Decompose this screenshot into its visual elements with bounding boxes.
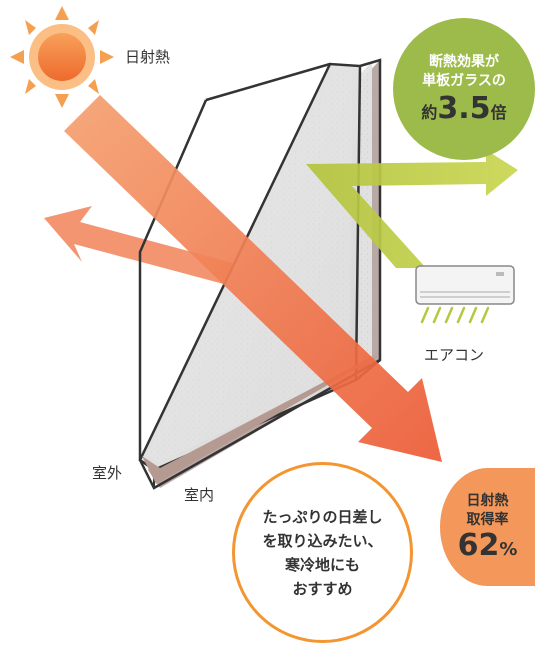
sun-icon: [10, 6, 114, 108]
insulation-line1: 断熱効果が: [429, 54, 499, 71]
reflected-heat-arrow: [44, 206, 252, 290]
air-conditioner-label: エアコン: [424, 346, 485, 364]
recommendation-note: たっぷりの日差し を取り込みたい、 寒冷地にも おすすめ: [232, 462, 413, 643]
insulation-prefix: 約: [421, 102, 438, 122]
note-line2: を取り込みたい、: [262, 531, 383, 550]
ac-airflow-arrow: [306, 150, 518, 268]
gain-line2: 取得率: [466, 511, 509, 528]
insulation-suffix: 倍: [490, 102, 507, 122]
gain-line1: 日射熱: [466, 493, 509, 510]
note-line3: 寒冷地にも: [284, 555, 360, 574]
outdoor-label: 室外: [92, 464, 123, 482]
note-line4: おすすめ: [292, 579, 353, 598]
insulation-line2: 単板ガラスの: [422, 72, 506, 89]
solar-heat-arrow: [64, 95, 442, 462]
air-conditioner-icon: [415, 265, 515, 324]
insulation-effect-badge: 断熱効果が 単板ガラスの 約3.5倍: [393, 18, 535, 160]
indoor-label: 室内: [184, 486, 215, 504]
gain-unit: %: [499, 538, 518, 560]
solar-heat-label: 日射熱: [125, 48, 171, 66]
insulation-value-row: 約3.5倍: [421, 92, 506, 125]
insulation-value: 3.5: [437, 90, 491, 126]
gain-value: 62: [457, 527, 500, 563]
note-line1: たっぷりの日差し: [262, 507, 383, 526]
solar-gain-badge: 日射熱 取得率 62%: [440, 468, 535, 586]
gain-value-row: 62%: [458, 529, 518, 562]
